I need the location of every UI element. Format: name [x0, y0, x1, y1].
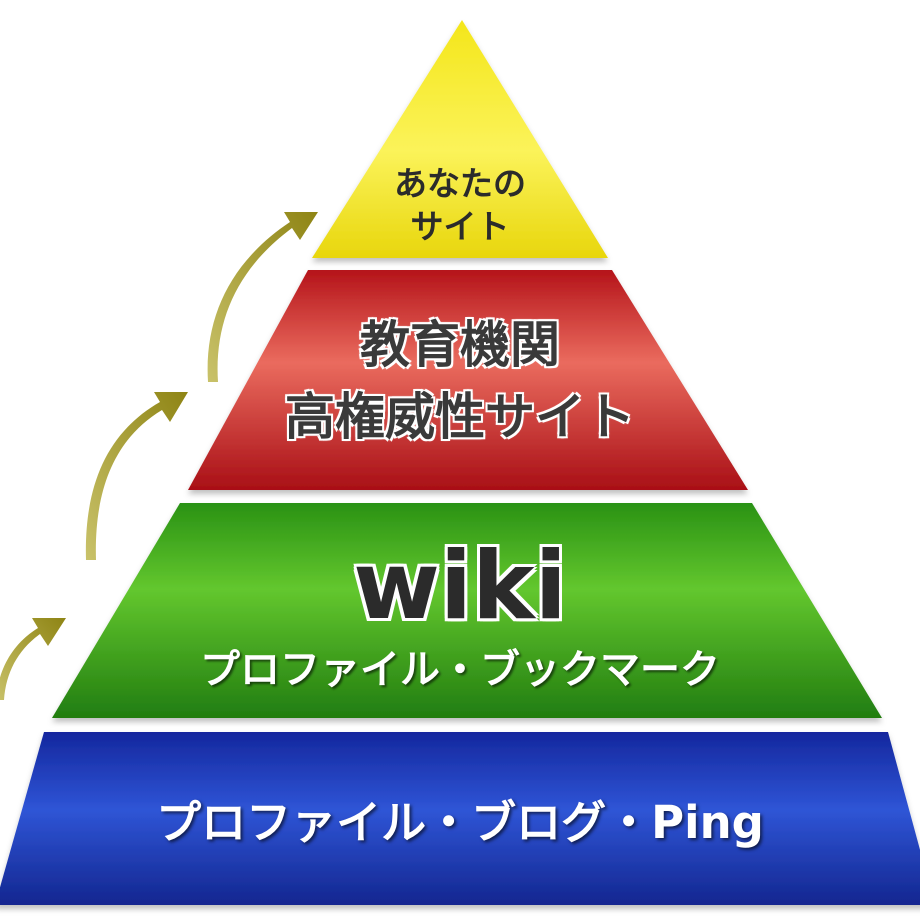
tier-red-line2: 高権威性サイト — [285, 388, 635, 446]
tier-red-line1: 教育機関 — [360, 316, 560, 374]
tier-green-subtitle: プロファイル・ブックマーク — [200, 647, 720, 693]
tier-top-line1: あなたの — [394, 164, 526, 203]
tier-top-line2: サイト — [410, 207, 510, 246]
curved-up-arrow-icon — [85, 392, 188, 560]
tier-green-title: wiki — [353, 532, 567, 641]
tier-blue-label: プロファイル・ブログ・Ping — [156, 796, 764, 849]
tier-green-shape — [52, 503, 882, 718]
curved-up-arrow-icon — [207, 212, 318, 382]
curved-up-arrow-icon — [0, 618, 66, 700]
tier-blue-shape — [0, 732, 920, 905]
tier-top-label: あなたの サイト — [0, 167, 920, 243]
tier-red-label: 教育機関 高権威性サイト — [0, 320, 920, 442]
tier-red-shape — [188, 270, 748, 490]
tier-top-shape — [312, 20, 608, 258]
